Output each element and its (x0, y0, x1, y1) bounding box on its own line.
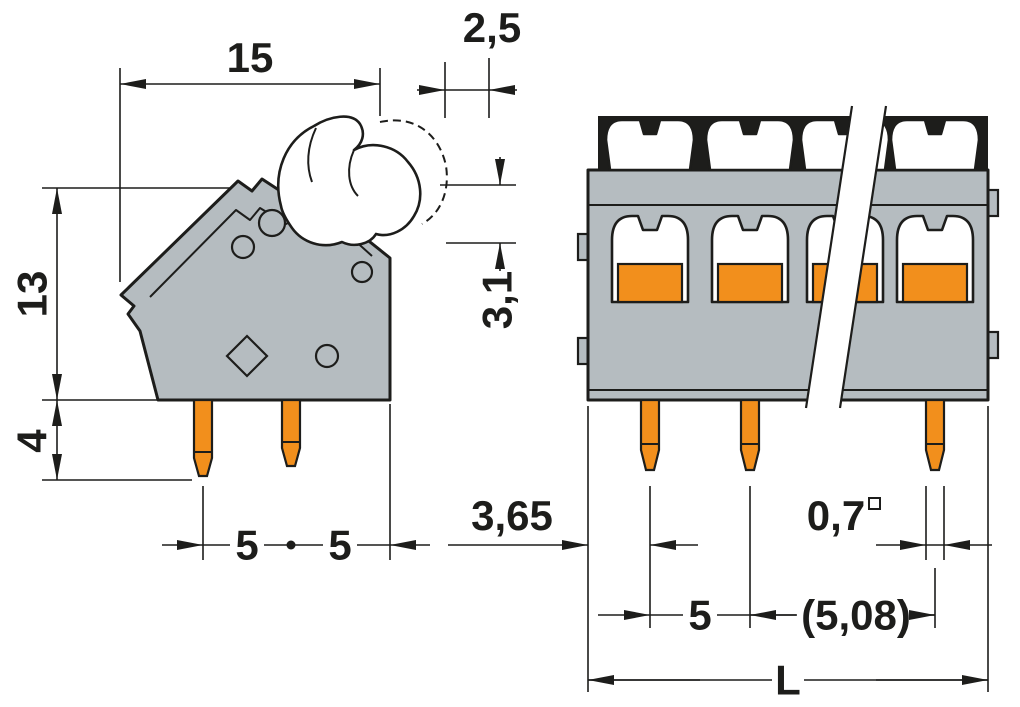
dim-label-spacing-right: 5 (328, 522, 351, 569)
lever-detail-line (307, 127, 317, 183)
dim-label-lever-offset: 2,5 (463, 4, 521, 51)
dim-pin-length: 4 (9, 400, 192, 481)
clamp-unit (710, 214, 790, 304)
dim-width: 15 (119, 34, 381, 282)
clamp-unit (895, 214, 975, 304)
dim-lever-height: 3,1 (440, 157, 521, 329)
lever-open-position-dashed (379, 119, 448, 225)
dim-label-width: 15 (227, 34, 274, 81)
label-background (230, 524, 264, 566)
dim-label-pin-cross-section: 0,7 (807, 492, 865, 539)
dim-label-overall-length: L (775, 657, 801, 704)
lever-detail-line (348, 149, 359, 197)
label-background (772, 659, 804, 701)
diamond-cutout (225, 334, 269, 378)
solder-pin-front (924, 398, 946, 472)
housing-hole (257, 208, 287, 238)
housing-hole (350, 260, 374, 284)
dim-pitch-row: 5 (5,08) (598, 486, 936, 639)
dim-label-height: 13 (9, 271, 56, 318)
housing-hole (314, 343, 340, 369)
solder-pin-left-side (192, 398, 214, 478)
solder-pin-front (639, 398, 661, 472)
dim-lever-offset: 2,5 (417, 4, 521, 118)
break-line (804, 105, 854, 409)
dim-pin-cross-section: 0,7 (807, 486, 992, 560)
solder-pin-right-side (280, 398, 302, 468)
solder-pin-front (739, 398, 761, 472)
label-background (323, 524, 357, 566)
break-gap (806, 106, 886, 408)
side-view: 15 2,5 13 3,1 (9, 4, 522, 569)
front-view: 3,65 0,7 5 (5,08) (448, 105, 1000, 704)
dim-label-edge-to-pin: 3,65 (471, 492, 553, 539)
square-section-symbol (868, 497, 881, 510)
label-background (683, 595, 717, 635)
dim-edge-to-pin: 3,65 (448, 406, 698, 692)
break-line (838, 105, 888, 409)
clamp-unit (610, 214, 690, 304)
label-background (796, 595, 916, 635)
dimension-boundary-dot (286, 540, 296, 550)
dim-height: 13 (9, 187, 232, 401)
housing-hole (230, 234, 256, 260)
dim-label-pin-length: 4 (9, 429, 56, 453)
dim-label-lever-height: 3,1 (474, 271, 521, 329)
dim-overall-length: L (588, 406, 989, 704)
dim-pin-spacing: 5 5 (162, 404, 430, 569)
dim-label-pitch: 5 (688, 592, 711, 639)
dim-label-spacing-left: 5 (235, 522, 258, 569)
dim-label-pitch-alt: (5,08) (801, 592, 911, 639)
